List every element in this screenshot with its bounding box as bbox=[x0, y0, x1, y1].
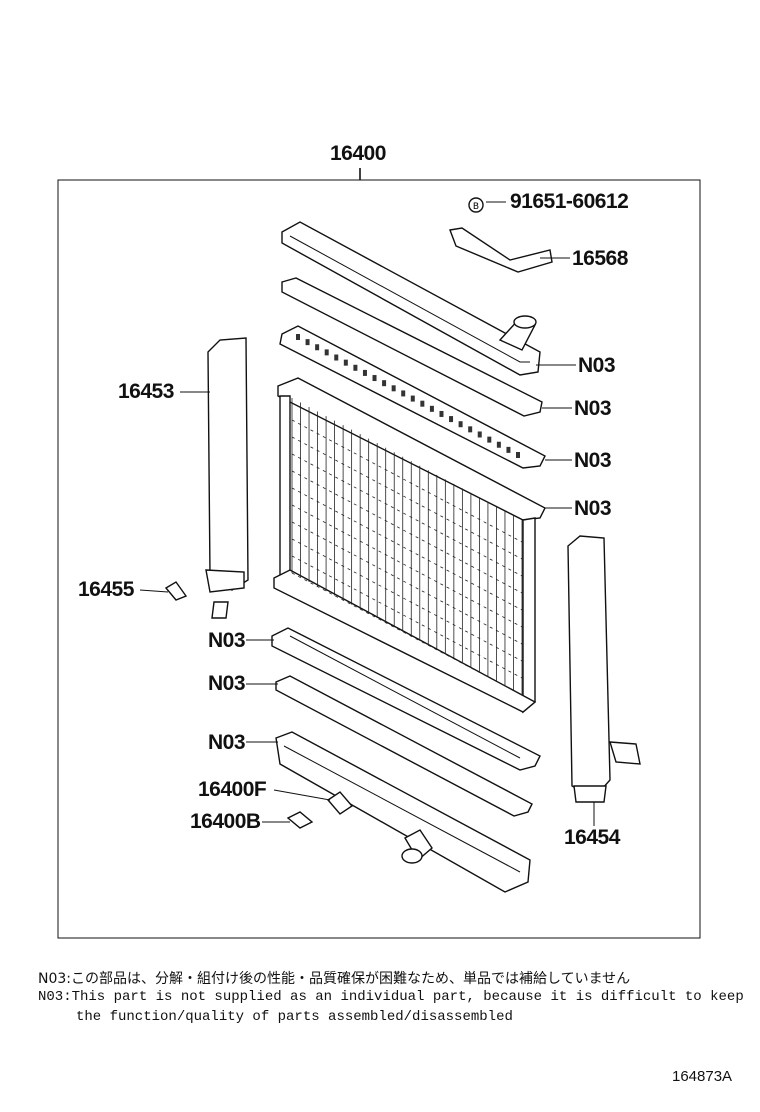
plate-hole bbox=[496, 441, 501, 448]
bolt-marker-letter: B bbox=[473, 202, 479, 212]
core-tube-line bbox=[291, 521, 523, 645]
label-n03-5: N03 bbox=[208, 629, 246, 652]
label-clip: 16455 bbox=[78, 578, 134, 601]
note-english-line1: N03:This part is not supplied as an indi… bbox=[38, 989, 744, 1005]
core-tube-line bbox=[291, 470, 523, 594]
plate-hole bbox=[468, 426, 473, 433]
plate-hole bbox=[362, 369, 367, 376]
lower-core-plate bbox=[271, 627, 541, 771]
lower-tank bbox=[275, 731, 531, 893]
plate-hole bbox=[516, 452, 520, 458]
label-n03-1: N03 bbox=[578, 354, 616, 377]
plate-hole bbox=[429, 405, 434, 412]
lower-gasket bbox=[275, 675, 533, 817]
label-n03-2: N03 bbox=[574, 397, 612, 420]
right-support-bracket bbox=[567, 535, 641, 803]
plate-hole bbox=[296, 334, 300, 340]
plate-hole bbox=[343, 359, 348, 366]
label-n03-3: N03 bbox=[574, 449, 612, 472]
core-tube-line bbox=[291, 419, 523, 543]
label-n03-6: N03 bbox=[208, 672, 246, 695]
assembly-frame bbox=[57, 179, 701, 939]
label-bolt: 91651-60612 bbox=[510, 190, 629, 213]
plate-hole bbox=[487, 436, 492, 443]
core-tube-line bbox=[291, 555, 523, 679]
plate-hole bbox=[372, 375, 377, 382]
plate-hole bbox=[401, 390, 406, 397]
label-drain-cock: 16400F bbox=[198, 778, 267, 801]
core-tube-line bbox=[291, 436, 523, 560]
drain-plug-part bbox=[286, 811, 314, 829]
clip-part bbox=[164, 581, 188, 601]
label-right-support: 16454 bbox=[564, 826, 620, 849]
note-english-line2: the function/quality of parts assembled/… bbox=[76, 1009, 513, 1025]
plate-hole bbox=[449, 416, 454, 423]
note-japanese: N03:この部品は、分解・組付け後の性能・品質確保が困難なため、単品では補給して… bbox=[38, 971, 631, 987]
label-n03-7: N03 bbox=[208, 731, 246, 754]
leader-lines bbox=[139, 201, 595, 826]
core-tube-line bbox=[291, 453, 523, 577]
core-tube-line bbox=[291, 504, 523, 628]
label-assembly: 16400 bbox=[330, 142, 386, 165]
plate-hole bbox=[305, 339, 310, 346]
left-support-bracket bbox=[205, 337, 249, 619]
radiator-core bbox=[273, 377, 546, 714]
plate-hole bbox=[410, 395, 415, 402]
plate-hole bbox=[439, 410, 444, 417]
plate-hole bbox=[353, 364, 358, 371]
plate-hole bbox=[324, 349, 329, 356]
core-tube-line bbox=[291, 572, 523, 696]
plate-hole bbox=[506, 446, 511, 453]
illustration-code: 164873A bbox=[672, 1068, 733, 1085]
label-drain-plug: 16400B bbox=[190, 810, 261, 833]
label-n03-4: N03 bbox=[574, 497, 612, 520]
label-bracket: 16568 bbox=[572, 247, 628, 270]
label-left-support: 16453 bbox=[118, 380, 174, 403]
plate-hole bbox=[420, 400, 425, 407]
bolt-marker bbox=[468, 197, 484, 213]
core-tube-line bbox=[291, 487, 523, 611]
plate-hole bbox=[382, 380, 387, 387]
upper-tank bbox=[281, 221, 541, 376]
plate-hole bbox=[458, 421, 463, 428]
core-tube-line bbox=[291, 538, 523, 662]
plate-hole bbox=[315, 344, 320, 351]
plate-hole bbox=[334, 354, 339, 361]
plate-hole bbox=[391, 385, 396, 392]
hose-bracket bbox=[449, 227, 553, 273]
upper-gasket bbox=[281, 277, 543, 417]
drain-cock-part bbox=[326, 791, 354, 815]
plate-hole bbox=[477, 431, 482, 438]
upper-core-plate bbox=[279, 325, 546, 469]
